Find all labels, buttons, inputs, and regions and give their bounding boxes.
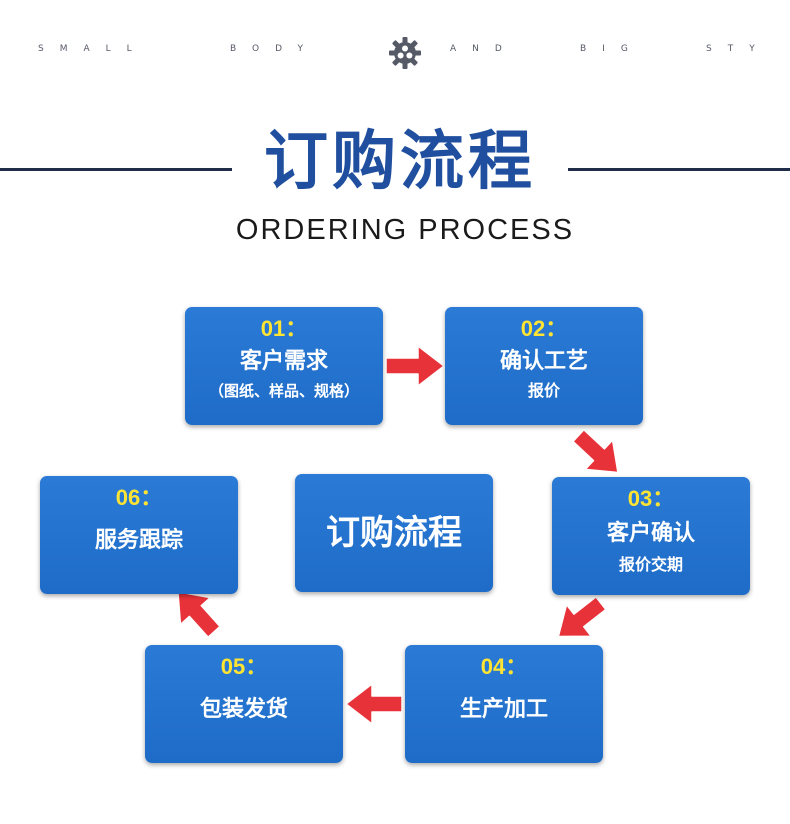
red-arrow-icon — [345, 683, 403, 725]
title-rule-left — [0, 168, 232, 171]
page-subtitle: ORDERING PROCESS — [235, 214, 575, 246]
step-title: 服务跟踪 — [94, 528, 183, 553]
step-number: 04： — [480, 654, 528, 679]
step-title: 确认工艺 — [499, 349, 588, 374]
tagline-word: SMALL — [38, 44, 148, 54]
step-06-service-tracking: 06： 服务跟踪 — [40, 476, 238, 594]
step-03-customer-confirm: 03： 客户确认 报价交期 — [552, 477, 750, 595]
step-title: 客户需求 — [239, 349, 328, 374]
step-detail: 报价 — [527, 381, 560, 400]
tagline-word: STY — [706, 44, 771, 54]
red-arrow-icon — [385, 345, 445, 387]
page-title: 订购流程 — [264, 125, 536, 199]
step-number: 01： — [260, 316, 308, 341]
center-title-box: 订购流程 — [295, 474, 493, 592]
step-01-customer-needs: 01： 客户需求 （图纸、样品、规格） — [185, 307, 383, 425]
step-04-production: 04： 生产加工 — [405, 645, 603, 763]
tagline: SMALL BODY AND BIG STY — [0, 40, 790, 60]
tagline-word: BODY — [230, 44, 320, 54]
tagline-word: AND — [450, 44, 518, 54]
step-05-packing-shipping: 05： 包装发货 — [145, 645, 343, 763]
step-title: 生产加工 — [459, 697, 548, 722]
gear-icon — [389, 37, 421, 69]
tagline-word: BIG — [580, 44, 644, 54]
red-arrow-icon — [557, 596, 607, 638]
step-detail: （图纸、样品、规格） — [208, 382, 359, 400]
step-number: 03： — [627, 486, 675, 511]
title-rule-right — [568, 168, 790, 171]
step-number: 02： — [520, 316, 568, 341]
step-detail: 报价交期 — [618, 555, 683, 574]
step-number: 05： — [220, 654, 268, 679]
step-number: 06： — [115, 485, 163, 510]
step-title: 包装发货 — [199, 697, 288, 722]
step-02-confirm-process: 02： 确认工艺 报价 — [445, 307, 643, 425]
step-title: 客户确认 — [606, 521, 695, 546]
